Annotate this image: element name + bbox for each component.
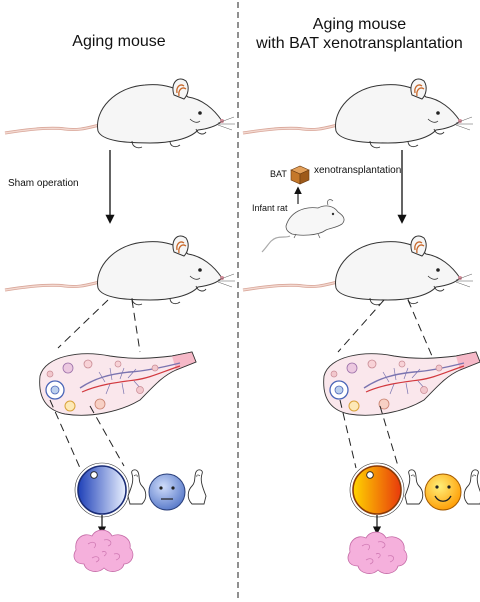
aging-mouse-icon-left-bottom — [3, 234, 237, 307]
aging-mouse-icon-left-top — [3, 77, 237, 150]
infant-rat-label: Infant rat — [252, 203, 288, 213]
sham-operation-label: Sham operation — [8, 178, 79, 189]
oocyte-icon-right — [352, 465, 402, 515]
aging-mouse-icon-right-bottom — [241, 234, 475, 307]
ovary-icon-right — [322, 351, 480, 416]
right-panel-title-line2: with BAT xenotransplantation — [256, 35, 463, 52]
bat-label: BAT — [270, 169, 287, 179]
aging-mouse-icon-right-top — [241, 77, 475, 150]
neutral-face-icon — [127, 469, 207, 511]
tissue-icon-right — [347, 531, 408, 574]
ovary-icon-left — [38, 351, 197, 416]
tissue-icon-left — [73, 529, 134, 572]
xenotransplantation-label: xenotransplantation — [314, 165, 402, 176]
oocyte-icon-left — [77, 465, 127, 515]
smiley-face-icon — [404, 469, 480, 511]
infant-rat-icon — [261, 199, 345, 253]
bat-cube-icon — [290, 165, 310, 185]
right-panel-title-line1: Aging mouse — [312, 16, 407, 33]
left-panel-title: Aging mouse — [72, 33, 166, 50]
